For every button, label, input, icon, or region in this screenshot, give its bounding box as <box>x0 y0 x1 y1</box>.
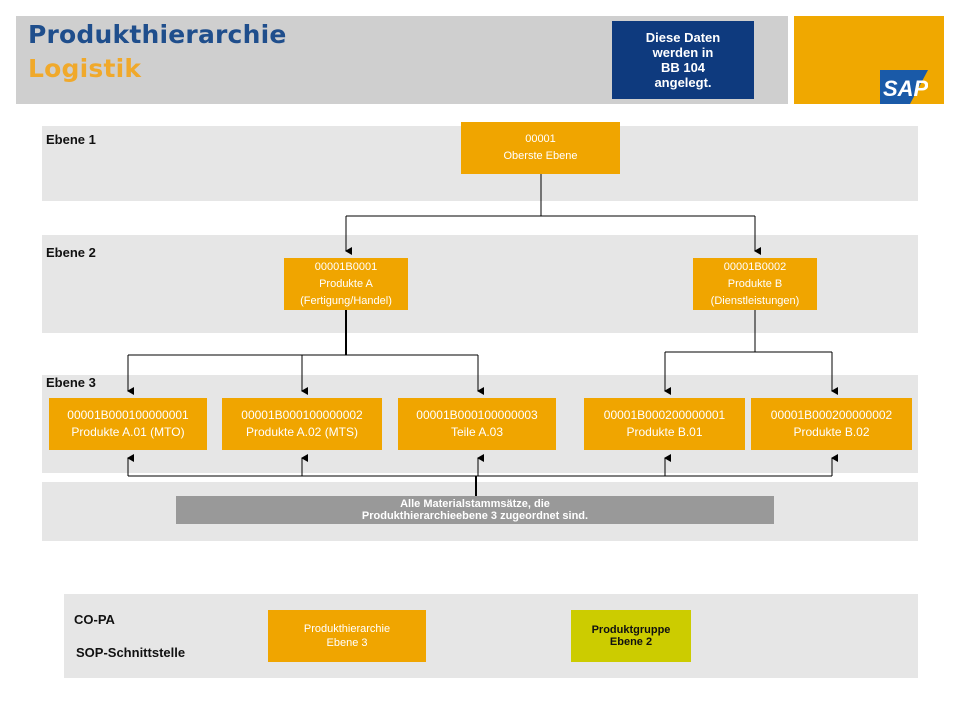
sop-interface-label: SOP-Schnittstelle <box>76 645 186 660</box>
node-products-b: 00001B0002 Produkte B (Dienstleistungen) <box>693 258 817 310</box>
node-code: 00001B0002 <box>723 260 787 273</box>
level-3-label: Ebene 3 <box>46 375 96 390</box>
note-line: angelegt. <box>654 75 712 90</box>
box-line: Ebene 2 <box>609 636 653 648</box>
box-line: Produktgruppe <box>591 624 671 636</box>
interface-band <box>64 594 918 678</box>
node-code: 00001B000100000003 <box>416 408 538 422</box>
node-code: 00001 <box>525 133 556 145</box>
node-products-b02: 00001B000200000002 Produkte B.02 <box>751 398 912 450</box>
node-name: Teile A.03 <box>450 425 504 439</box>
node-detail: (Fertigung/Handel) <box>300 294 392 307</box>
node-code: 00001B000100000002 <box>241 408 363 422</box>
node-products-a: 00001B0001 Produkte A (Fertigung/Handel) <box>284 258 408 310</box>
node-name: Oberste Ebene <box>503 150 578 162</box>
product-hierarchy-level3-box: Produkthierarchie Ebene 3 <box>268 610 426 662</box>
level-2-label: Ebene 2 <box>46 245 96 260</box>
note-line: werden in <box>652 45 714 60</box>
node-name: Produkte A.01 (MTO) <box>71 425 185 439</box>
box-line: Ebene 3 <box>326 637 368 649</box>
page-title: Produkthierarchie <box>28 20 287 49</box>
logo-text: SAP <box>883 76 928 101</box>
node-code: 00001B000200000002 <box>770 408 893 422</box>
node-name: Produkte A <box>319 277 373 290</box>
level-1-label: Ebene 1 <box>46 132 96 147</box>
node-name: Produkte B <box>727 277 783 290</box>
copa-label: CO-PA <box>74 612 115 627</box>
node-root: 00001 Oberste Ebene <box>461 122 620 174</box>
node-products-a02: 00001B000100000002 Produkte A.02 (MTS) <box>222 398 382 450</box>
node-parts-a03: 00001B000100000003 Teile A.03 <box>398 398 556 450</box>
node-detail: (Dienstleistungen) <box>710 294 800 307</box>
node-name: Produkte B.01 <box>626 425 703 439</box>
box-line: Produkthierarchie <box>303 623 391 635</box>
brand-area <box>794 16 944 104</box>
material-note-line: Alle Materialstammsätze, die <box>400 498 550 510</box>
note-line: BB 104 <box>660 60 706 75</box>
node-code: 00001B0001 <box>314 260 378 273</box>
node-products-b01: 00001B000200000001 Produkte B.01 <box>584 398 745 450</box>
note-line: Diese Daten <box>645 30 721 45</box>
node-code: 00001B000200000001 <box>603 408 726 422</box>
sap-logo: SAP <box>880 70 928 104</box>
product-group-level2-box: Produktgruppe Ebene 2 <box>571 610 691 662</box>
node-name: Produkte B.02 <box>793 425 870 439</box>
page-subtitle: Logistik <box>28 54 142 83</box>
material-note-line: Produkthierarchieebene 3 zugeordnet sind… <box>361 510 589 522</box>
data-source-note: Diese Daten werden in BB 104 angelegt. <box>612 21 754 99</box>
node-name: Produkte A.02 (MTS) <box>245 425 359 439</box>
node-code: 00001B000100000001 <box>67 408 189 422</box>
node-products-a01: 00001B000100000001 Produkte A.01 (MTO) <box>49 398 207 450</box>
material-records-bar: Alle Materialstammsätze, die Produkthier… <box>176 496 774 524</box>
